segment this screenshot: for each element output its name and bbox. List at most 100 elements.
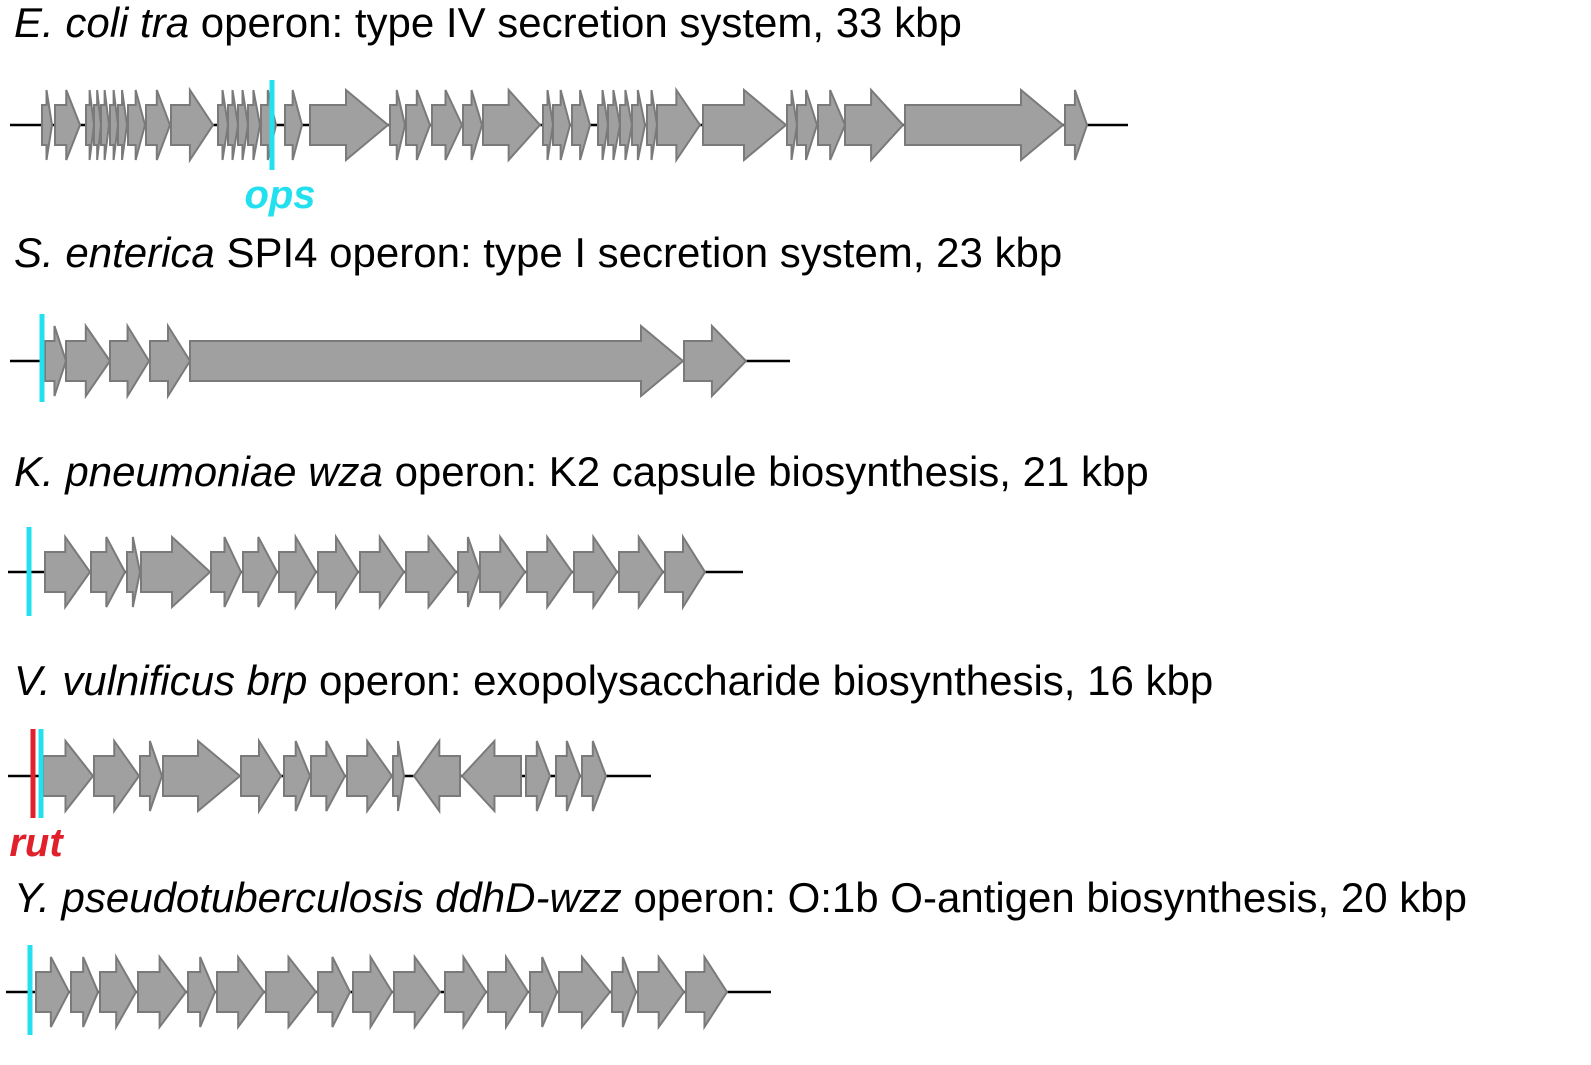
- gene-arrow: [283, 740, 312, 812]
- gene-arrow: [479, 533, 527, 611]
- gene-arrow: [526, 533, 574, 611]
- gene-arrow: [145, 89, 172, 161]
- gene-arrow: [187, 956, 217, 1028]
- gene-arrow: [127, 89, 147, 161]
- gene-arrow: [393, 953, 442, 1031]
- gene-arrow: [389, 89, 407, 161]
- gene-arrow: [189, 323, 685, 399]
- gene-arrow: [140, 534, 212, 610]
- operon-title-ypseudotuberculosis-ddhd-wzz: Y. pseudotuberculosis ddhD-wzz operon: O…: [14, 877, 1467, 919]
- gene-arrow: [529, 956, 559, 1028]
- operon-title-ecoli-tra: E. coli tra operon: type IV secretion sy…: [14, 2, 962, 44]
- gene-arrow: [99, 953, 138, 1031]
- gene-arrow: [1064, 89, 1089, 161]
- gene-arrow: [571, 89, 592, 161]
- gene-arrow: [41, 89, 54, 161]
- gene-arrow: [170, 86, 215, 164]
- gene-arrow: [217, 89, 230, 161]
- gene-arrow: [117, 89, 129, 161]
- gene-arrow: [44, 325, 68, 397]
- gene-arrow: [93, 89, 103, 161]
- gene-arrow: [85, 89, 96, 161]
- gene-arrow: [618, 533, 665, 611]
- species-name: Y. pseudotuberculosis ddhD-wzz: [14, 874, 622, 921]
- gene-arrow: [93, 737, 141, 815]
- ops-label: ops: [244, 173, 315, 217]
- gene-arrow: [796, 89, 819, 161]
- gene-arrow: [444, 953, 488, 1031]
- gene-arrow: [542, 89, 555, 161]
- gene-arrow: [656, 86, 702, 164]
- species-name: K. pneumoniae wza: [14, 448, 383, 495]
- species-name: V. vulnificus brp: [14, 657, 308, 704]
- gene-arrow: [139, 740, 164, 812]
- gene-arrow: [310, 740, 347, 812]
- gene-arrow: [100, 89, 111, 161]
- gene-arrow: [359, 533, 406, 611]
- gene-arrow: [247, 89, 262, 161]
- gene-arrow: [149, 322, 192, 400]
- gene-arrow: [346, 737, 394, 815]
- gene-arrow: [317, 533, 360, 611]
- gene-arrow: [137, 954, 188, 1030]
- gene-arrow: [317, 956, 352, 1028]
- gene-arrow: [555, 740, 582, 812]
- operon-track: [8, 527, 743, 616]
- operon-track: ops: [10, 80, 1128, 217]
- gene-arrow: [904, 87, 1065, 163]
- operon-description: operon: exopolysaccharide biosynthesis, …: [307, 657, 1214, 704]
- gene-arrow: [573, 533, 619, 611]
- gene-arrow: [611, 956, 638, 1028]
- gene-arrow: [216, 953, 266, 1031]
- gene-arrow: [482, 87, 542, 163]
- gene-arrow: [786, 89, 799, 161]
- gene-arrow: [65, 322, 112, 400]
- gene-arrow: [631, 89, 647, 161]
- gene-arrow: [405, 89, 432, 161]
- gene-arrow: [683, 323, 748, 399]
- gene-arrow: [462, 89, 484, 161]
- gene-arrow: [607, 89, 622, 161]
- gene-arrow: [487, 953, 530, 1031]
- gene-arrow: [392, 740, 406, 812]
- operon-title-senterica-spi4: S. enterica SPI4 operon: type I secretio…: [14, 232, 1062, 274]
- gene-arrow: [702, 87, 788, 163]
- gene-arrow: [35, 956, 71, 1028]
- gene-arrow: [109, 322, 151, 400]
- gene-arrow: [309, 87, 390, 163]
- gene-arrow: [162, 738, 242, 814]
- operon-title-kpneumoniae-wza: K. pneumoniae wza operon: K2 capsule bio…: [14, 451, 1149, 493]
- gene-arrow: [581, 740, 608, 812]
- gene-arrow: [817, 89, 847, 161]
- gene-arrow: [70, 956, 100, 1028]
- gene-arrow: [597, 89, 610, 161]
- operon-description: operon: type IV secretion system, 33 kbp: [189, 0, 962, 46]
- gene-arrow: [90, 536, 127, 608]
- gene-arrow: [44, 533, 92, 611]
- species-name: E. coli tra: [14, 0, 190, 46]
- gene-arrow: [242, 536, 279, 608]
- gene-arrow-reverse: [460, 738, 522, 814]
- operon-track: rut: [8, 729, 651, 865]
- gene-arrow: [664, 533, 707, 611]
- gene-arrow: [54, 89, 82, 161]
- gene-arrow: [685, 953, 729, 1031]
- gene-arrow: [227, 89, 240, 161]
- operon-description: operon: O:1b O-antigen biosynthesis, 20 …: [621, 874, 1467, 921]
- gene-arrow: [844, 87, 905, 163]
- gene-arrow: [278, 533, 318, 611]
- gene-arrow: [431, 89, 464, 161]
- gene-arrow: [42, 738, 95, 814]
- species-name: S. enterica: [14, 229, 215, 276]
- gene-arrow: [558, 954, 612, 1030]
- operon-description: SPI4 operon: type I secretion system, 23…: [214, 229, 1063, 276]
- gene-arrow: [265, 954, 318, 1030]
- gene-arrow: [619, 89, 634, 161]
- gene-arrow: [210, 536, 243, 608]
- gene-arrow-reverse: [412, 737, 461, 815]
- operon-track: [10, 314, 790, 402]
- operon-description: operon: K2 capsule biosynthesis, 21 kbp: [382, 448, 1149, 495]
- gene-arrow: [240, 737, 283, 815]
- gene-arrow: [284, 89, 304, 161]
